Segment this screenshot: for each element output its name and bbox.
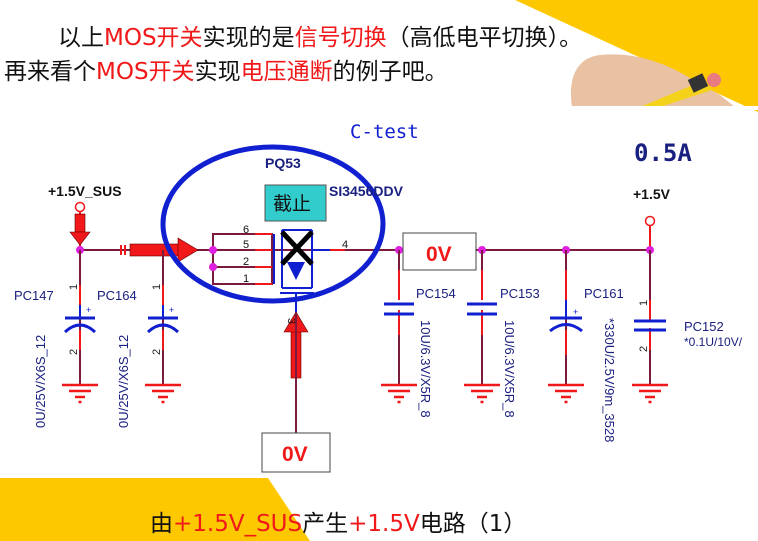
pin-label: 1 [68, 284, 80, 290]
off-cross-icon [280, 230, 314, 266]
highlight-text: MOS开关 [96, 59, 195, 85]
highlight-text: +1.5V [348, 511, 420, 537]
text: （高低电平切换）。 [386, 25, 583, 51]
capacitor-pc152 [630, 250, 670, 404]
text: 电路（1） [419, 511, 527, 537]
output-voltage-value: 0V [426, 243, 452, 266]
capacitor-pc147 [60, 250, 100, 404]
pin-label: 1 [151, 284, 163, 290]
output-net-label: +1.5V [633, 186, 671, 202]
cap-ref: PC147 [14, 288, 54, 303]
cutoff-badge [264, 184, 327, 222]
heading-line-2: 再来看个MOS开关实现电压通断的例子吧。 [4, 52, 448, 86]
pin-label: 2 [68, 349, 80, 355]
cutoff-label: 截止 [273, 193, 311, 215]
pin-label: 3 [285, 318, 297, 324]
yellow-corner-bottom [0, 478, 310, 541]
cap-ref: PC164 [97, 288, 137, 303]
hand-with-pencil-image [570, 54, 735, 107]
input-net-label: +1.5V_SUS [48, 183, 122, 199]
mosfet-part: SI3456DDV [329, 183, 404, 199]
pin-label: 2 [151, 349, 163, 355]
cap-value: *0.1U/10V/ [684, 335, 743, 349]
highlight-text: 电压通断 [240, 59, 333, 85]
cap-value: 0U/25V/X6S_12 [116, 335, 131, 428]
pin-label: 2 [638, 346, 650, 352]
text: 产生 [302, 511, 349, 537]
text: 再来看个 [4, 59, 96, 85]
output-voltage-box [402, 232, 477, 271]
pin-label: 4 [342, 239, 348, 251]
text: 以上 [58, 25, 104, 51]
pin-label: 1 [638, 300, 650, 306]
capacitor-pc154 [379, 250, 419, 404]
highlight-text: MOS开关 [104, 25, 203, 51]
text: 实现 [194, 59, 241, 85]
mosfet-symbol [212, 229, 345, 312]
highlight-text: 信号切换 [294, 25, 387, 51]
gate-voltage-value: 0V [282, 443, 308, 466]
mosfet-ref: PQ53 [265, 155, 301, 171]
cap-value: 10U/6.3V/X5R_8 [502, 320, 517, 418]
cap-value: *330U/2.5V/9m_3528 [602, 318, 617, 442]
text: 的例子吧。 [332, 59, 448, 85]
current-arrow-down-icon [69, 213, 91, 246]
cap-value: 10U/6.3V/X5R_8 [418, 320, 433, 418]
pin-label: 2 [243, 256, 249, 268]
cap-ref: PC154 [416, 286, 456, 301]
mosfet-highlight-ellipse [160, 144, 386, 304]
polarity-mark: + [86, 305, 91, 315]
cap-ref: PC152 [684, 319, 724, 334]
output-port-icon [644, 215, 656, 227]
polarity-mark: + [169, 305, 174, 315]
capacitor-pc153 [462, 250, 502, 404]
polarity-mark: + [573, 307, 578, 317]
pin-label: 5 [243, 239, 249, 251]
cap-value: 0U/25V/X6S_12 [33, 335, 48, 428]
capacitor-pc164 [143, 250, 183, 404]
heading-line-1: 以上MOS开关实现的是信号切换（高低电平切换）。 [58, 18, 582, 52]
pin-label: 6 [243, 224, 249, 236]
slide-caption: 由+1.5V_SUS产生+1.5V电路（1） [150, 504, 526, 538]
current-arrow-right-icon [120, 237, 199, 263]
pin-label: 1 [243, 273, 249, 285]
input-port-icon [74, 201, 86, 213]
cap-ref: PC153 [500, 286, 540, 301]
highlight-text: +1.5V_SUS [173, 511, 303, 537]
current-label: 0.5A [634, 139, 692, 167]
capacitor-pc161 [546, 250, 586, 404]
cap-ref: PC161 [584, 286, 624, 301]
schematic-title: C-test [350, 121, 419, 143]
text: 实现的是 [202, 25, 295, 51]
gate-voltage-box [261, 432, 331, 473]
text: 由 [150, 511, 173, 537]
